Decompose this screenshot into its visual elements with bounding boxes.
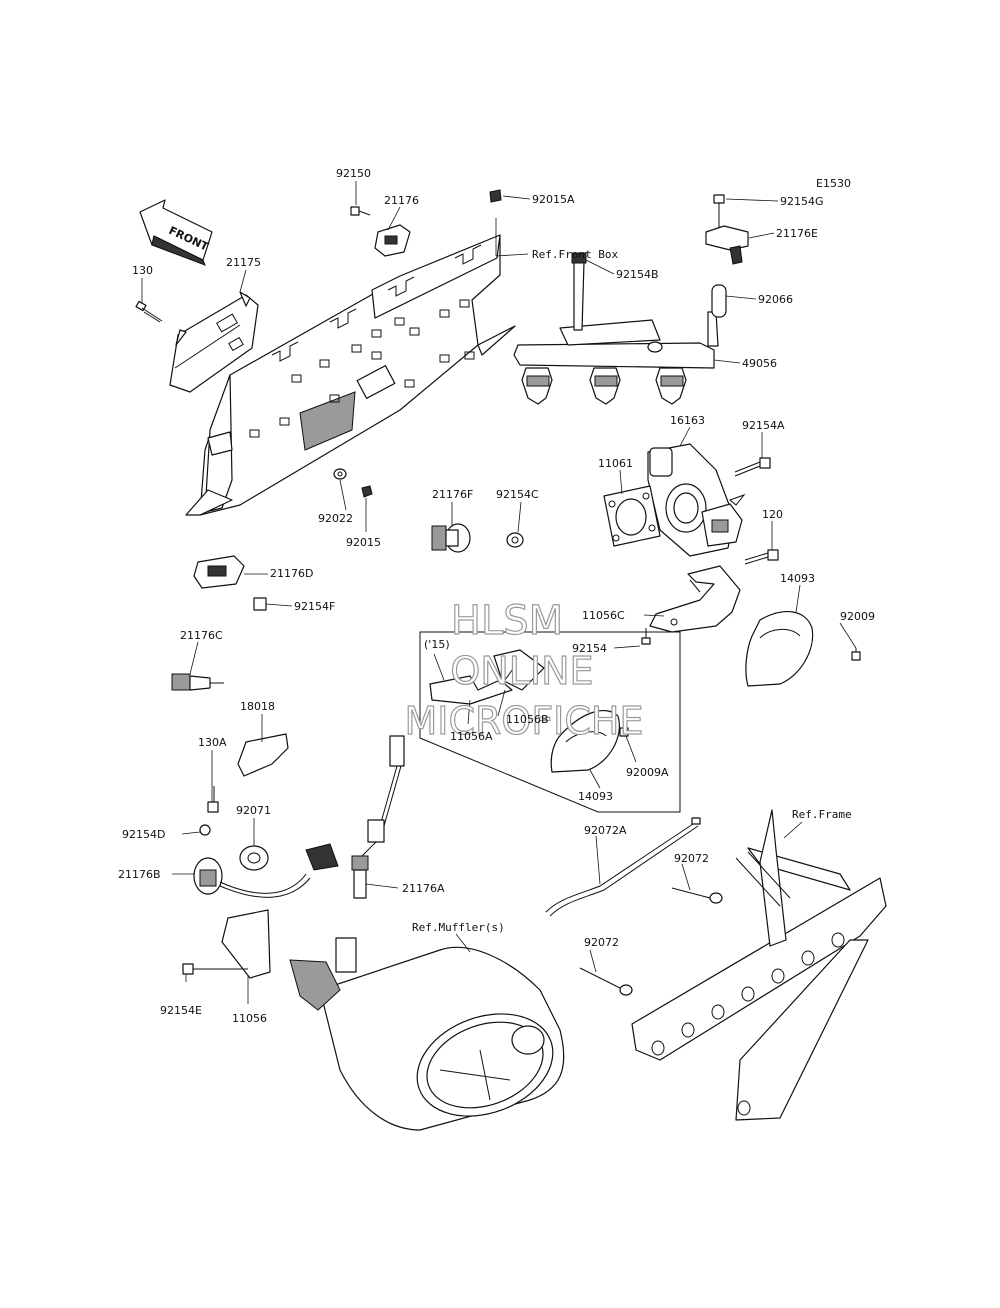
throttle-body-16163-drawing (647, 443, 746, 557)
part-label-130[interactable]: 130 (132, 264, 153, 277)
part-label-92009a[interactable]: 92009A (626, 766, 669, 779)
ecu-21175-drawing (169, 291, 259, 393)
part-label-11061[interactable]: 11061 (598, 457, 633, 470)
part-label-92022[interactable]: 92022 (318, 512, 353, 525)
part-label-92009[interactable]: 92009 (840, 610, 875, 623)
part-label-130a[interactable]: 130A (198, 736, 227, 749)
part-label-92154[interactable]: 92154 (572, 642, 607, 655)
cable-tie-92072-drawing (579, 887, 723, 996)
washer-nut-drawing (333, 468, 373, 498)
bolt-130-drawing (135, 300, 163, 323)
sensor-21176b-drawing (182, 843, 339, 979)
part-label-92015a[interactable]: 92015A (532, 193, 575, 206)
part-label-18018[interactable]: 18018 (240, 700, 275, 713)
part-label-92071[interactable]: 92071 (236, 804, 271, 817)
fuel-rail-49056-drawing (513, 252, 727, 369)
front-box-bracket-drawing (185, 234, 516, 516)
part-label-21176[interactable]: 21176 (384, 194, 419, 207)
part-label-11056c[interactable]: 11056C (582, 609, 625, 622)
ref-frame-label[interactable]: Ref.Frame (792, 808, 852, 821)
watermark-line-1: HLSM (451, 598, 563, 644)
part-label-14093-variant[interactable]: 14093 (578, 790, 613, 803)
gasket-11061-drawing (603, 485, 661, 547)
variant-label: ('15) (424, 638, 450, 651)
part-label-92154a[interactable]: 92154A (742, 419, 785, 432)
sensor-21176-drawing (350, 206, 411, 257)
part-label-21176f[interactable]: 21176F (432, 488, 473, 501)
part-label-92066[interactable]: 92066 (758, 293, 793, 306)
part-label-92154d[interactable]: 92154D (122, 828, 165, 841)
sensor-21176e-drawing (705, 194, 749, 265)
part-label-21176d[interactable]: 21176D (270, 567, 313, 580)
part-label-21175[interactable]: 21175 (226, 256, 261, 269)
variant-bracket-11056a-drawing (429, 649, 545, 705)
part-label-21176b[interactable]: 21176B (118, 868, 161, 881)
cable-tie-92072a-drawing (545, 817, 701, 917)
bolt-92154a-drawing (734, 457, 771, 477)
part-label-11056a[interactable]: 11056A (450, 730, 493, 743)
sensor-21176d-drawing (193, 555, 267, 611)
part-label-92072a[interactable]: 92072A (584, 824, 627, 837)
variant-cover-14093-drawing (550, 709, 629, 773)
o2-sensor-21176a-drawing (351, 735, 405, 899)
part-label-21176c[interactable]: 21176C (180, 629, 223, 642)
variant-box-outline (419, 631, 681, 813)
part-label-92154b[interactable]: 92154B (616, 268, 659, 281)
part-label-92154c[interactable]: 92154C (496, 488, 539, 501)
bracket-18018-drawing (207, 733, 289, 813)
part-label-21176a[interactable]: 21176A (402, 882, 445, 895)
watermark: HLSM ONLINE MICROFICHE (404, 597, 644, 743)
part-label-92150[interactable]: 92150 (336, 167, 371, 180)
part-label-21176e[interactable]: 21176E (776, 227, 818, 240)
part-label-92154g[interactable]: 92154G (780, 195, 824, 208)
part-label-11056[interactable]: 11056 (232, 1012, 267, 1025)
grommet-92071-drawing (199, 824, 269, 871)
ref-mufflers-label[interactable]: Ref.Muffler(s) (412, 921, 505, 934)
part-label-16163[interactable]: 16163 (670, 414, 705, 427)
front-direction-arrow: FRONT (139, 199, 213, 266)
injector-drawing (521, 367, 687, 405)
bolt-92154-drawing (641, 628, 651, 645)
sensor-21176f-drawing (431, 523, 524, 553)
part-label-120[interactable]: 120 (762, 508, 783, 521)
part-label-11056b[interactable]: 11056B (506, 713, 549, 726)
part-label-92154e[interactable]: 92154E (160, 1004, 202, 1017)
watermark-line-3: MICROFICHE (404, 699, 643, 743)
bolt-120-drawing (744, 549, 779, 565)
part-label-92015[interactable]: 92015 (346, 536, 381, 549)
muffler-drawing (289, 937, 565, 1131)
part-label-14093-top[interactable]: 14093 (780, 572, 815, 585)
part-label-92072-upper[interactable]: 92072 (674, 852, 709, 865)
nut-92015a-drawing (489, 189, 502, 203)
ref-front-box-label[interactable]: Ref.Front Box (532, 248, 618, 261)
bracket-11056c-drawing (649, 565, 741, 633)
part-label-92154f[interactable]: 92154F (294, 600, 335, 613)
part-label-92072-lower[interactable]: 92072 (584, 936, 619, 949)
throttle-cover-14093-drawing (745, 611, 814, 687)
watermark-line-2: ONLINE (450, 649, 593, 693)
diagram-code: E1530 (816, 177, 851, 190)
part-label-49056[interactable]: 49056 (742, 357, 777, 370)
bolt-92009-drawing (851, 648, 861, 661)
sensor-21176c-drawing (171, 673, 224, 691)
frame-drawing (631, 809, 887, 1121)
leader-lines (141, 181, 857, 1004)
